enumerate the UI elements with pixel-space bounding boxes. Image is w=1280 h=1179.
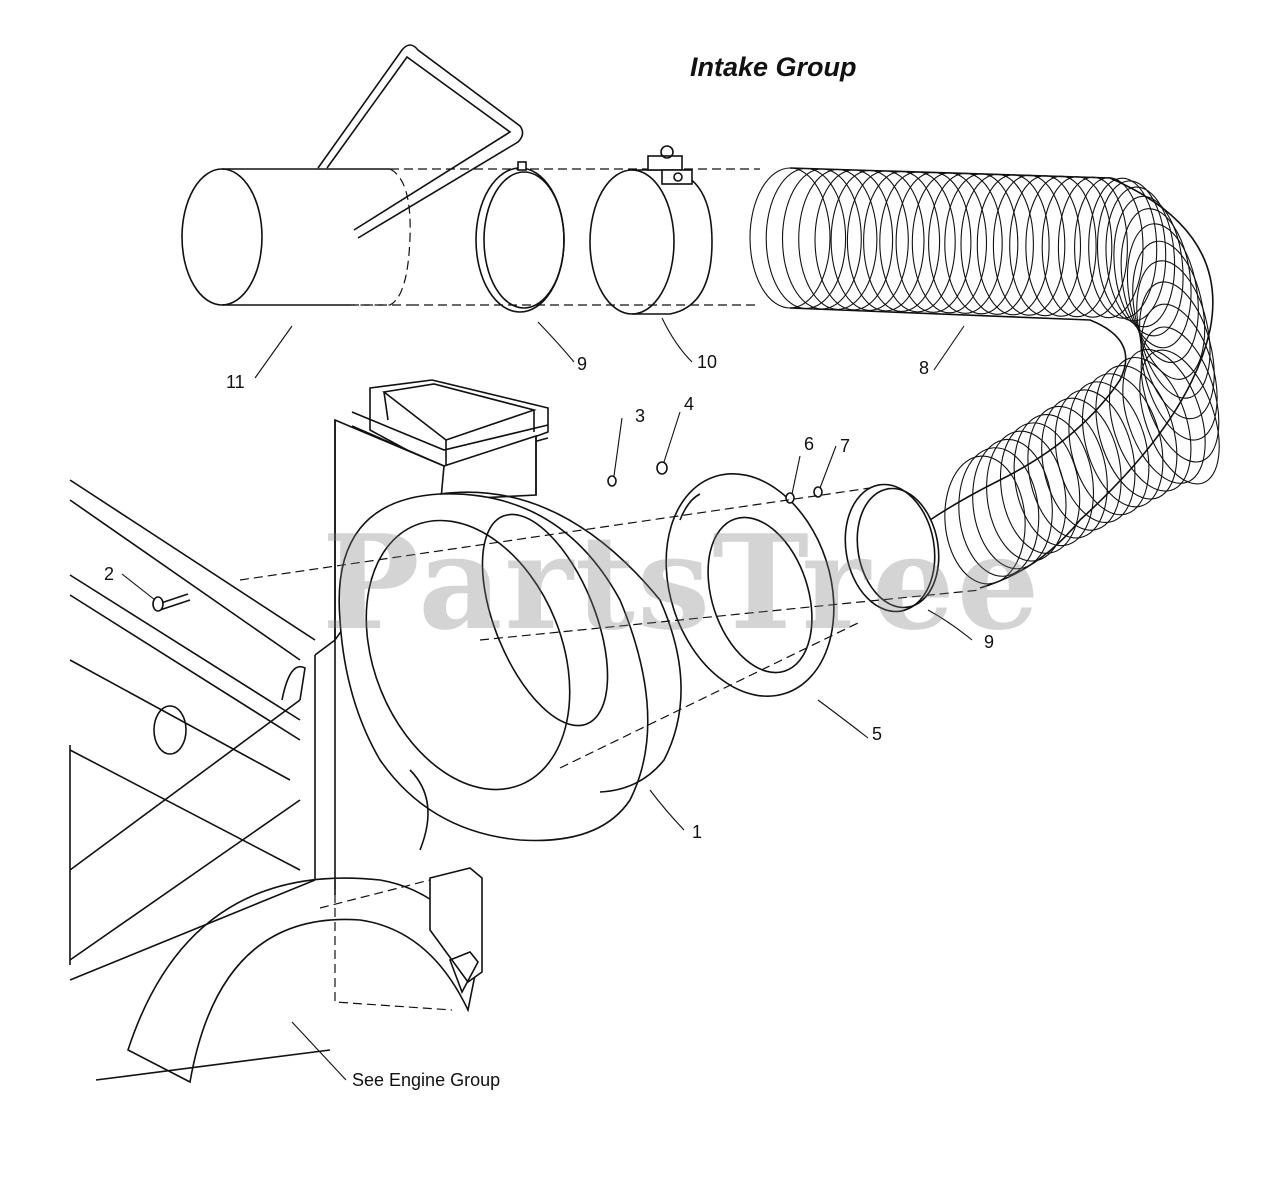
hose-corrugation-ring <box>1132 240 1206 380</box>
hose-corrugation-ring <box>1113 195 1184 337</box>
mower-frame <box>69 479 483 1084</box>
callout-7: 7 <box>840 436 851 456</box>
hose-corrugation-ring <box>1140 303 1218 441</box>
hose-corrugation-ring <box>895 171 972 313</box>
clamp-ring-part-9-upper <box>475 161 565 313</box>
hose-corrugation-ring <box>1041 176 1113 318</box>
callout-11: 11 <box>226 372 245 392</box>
band-clamp-part-10 <box>589 145 713 315</box>
hose-corrugation-ring <box>1081 373 1164 508</box>
callout-2: 2 <box>104 564 115 584</box>
hose-corrugation-ring <box>944 173 1019 315</box>
leader-lines <box>121 317 973 1081</box>
hose-corrugation-ring <box>798 168 878 310</box>
hose-corrugation-ring <box>830 169 909 311</box>
callout-6: 6 <box>804 434 815 454</box>
callout-3: 3 <box>635 406 646 426</box>
hose-corrugation-ring <box>1027 405 1108 539</box>
clamp-ring-part-9-lower <box>844 483 940 613</box>
hose-corrugation-ring <box>1009 175 1082 317</box>
hose-corrugation-ring <box>814 169 894 311</box>
hardware <box>152 461 823 612</box>
hose-corrugation-ring <box>1105 186 1176 328</box>
hose-corrugation-ring <box>986 430 1067 562</box>
see-engine-group-note: See Engine Group <box>352 1070 501 1090</box>
hose-corrugation-ring <box>1057 176 1128 318</box>
hose-corrugation-ring <box>781 168 862 310</box>
callout-8: 8 <box>919 358 930 378</box>
hose-corrugation-ring <box>1120 208 1192 349</box>
intake-tube-part-11 <box>181 44 524 306</box>
hose-corrugation-ring <box>911 172 988 314</box>
blower-housing-part-1 <box>314 379 682 895</box>
hose-corrugation-ring <box>1122 348 1206 484</box>
hose-corrugation-ring <box>1095 365 1178 500</box>
callout-4: 4 <box>684 394 695 414</box>
hose-outline <box>789 167 1214 589</box>
hose-corrugation-ring <box>879 171 956 313</box>
callout-9-upper: 9 <box>577 354 588 374</box>
hose-corrugation-ring <box>944 455 1026 585</box>
hose-corrugation-ring <box>976 174 1050 316</box>
hose-corrugation-ring <box>1140 326 1220 463</box>
partstree-watermark: PartsTree <box>322 506 1042 659</box>
flex-hose-part-8 <box>749 167 1220 589</box>
callout-1: 1 <box>692 822 703 842</box>
hose-corrugation-ring <box>765 167 847 310</box>
callout-10: 10 <box>697 352 718 372</box>
hose-corrugation-ring <box>972 438 1053 570</box>
hose-corrugation-ring <box>992 174 1066 316</box>
hose-corrugation-ring <box>749 167 831 309</box>
hose-corrugation-ring <box>958 447 1040 577</box>
hose-corrugation-ring <box>1108 356 1192 492</box>
hose-corrugation-ring <box>1126 223 1199 363</box>
callout-5: 5 <box>872 724 883 744</box>
ring-flange-part-5 <box>665 472 835 698</box>
hose-corrugation-ring <box>1068 381 1150 516</box>
callout-9-lower: 9 <box>984 632 995 652</box>
hose-corrugation-ring <box>960 173 1034 315</box>
diagram-title: Intake Group <box>690 52 857 82</box>
